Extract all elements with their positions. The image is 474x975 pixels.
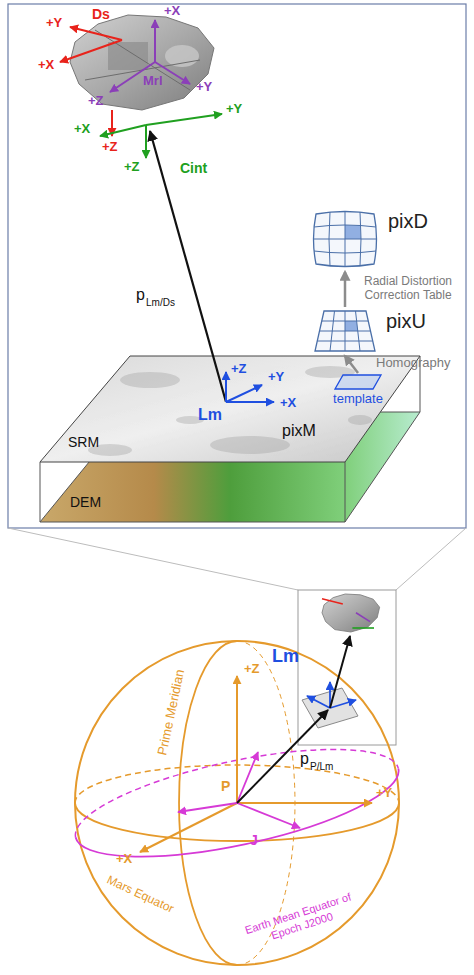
step-label: Homography	[376, 356, 450, 371]
process-arrow	[344, 272, 347, 307]
axis-label: +Y	[226, 102, 242, 117]
image-grid: pixD	[310, 208, 380, 270]
illustration-part	[108, 42, 148, 70]
step-label: Radial Distortion Correction Table	[356, 275, 460, 303]
grid-caption: template	[331, 392, 385, 406]
illustration-part	[356, 613, 370, 622]
illustration-part	[237, 803, 300, 828]
frame-label: Cint	[180, 160, 207, 176]
axis-label: +Y	[46, 16, 62, 31]
axis-label: +X	[116, 852, 132, 867]
illustration-part	[146, 114, 222, 125]
grid-caption: pixU	[386, 310, 426, 332]
illustration-part	[210, 436, 290, 454]
illustration-part	[145, 125, 147, 158]
illustration-part	[154, 20, 156, 62]
grid-outline	[334, 374, 382, 390]
layer-label: SRM	[68, 434, 99, 450]
lander	[70, 15, 214, 110]
vector-label: p	[136, 286, 145, 304]
vector-subscript: Lm/Ds	[146, 297, 175, 309]
illustration-part	[67, 728, 399, 838]
frame-axes	[60, 20, 274, 402]
illustration-part	[345, 462, 346, 522]
illustration-part	[396, 528, 466, 590]
axis-label: +Y	[376, 786, 392, 801]
illustration-part	[85, 30, 200, 90]
frame-label: J	[250, 832, 258, 848]
map-layers	[40, 356, 420, 522]
illustration-part	[237, 802, 372, 804]
illustration-part	[237, 710, 328, 803]
template-patch: template	[334, 374, 382, 390]
axis-label: +Z	[88, 94, 104, 109]
axis-label: +X	[164, 4, 180, 19]
illustration-part	[237, 752, 258, 803]
illustration-part	[100, 125, 146, 136]
illustration-part	[70, 15, 214, 110]
illustration-part	[322, 594, 380, 632]
frame-label: Mrl	[143, 74, 163, 89]
axis-label: +Y	[196, 80, 212, 95]
frame-label: Lm	[198, 406, 222, 424]
axis-label: +Z	[244, 662, 260, 677]
axis-label: +X	[38, 58, 54, 73]
illustration-part	[150, 131, 226, 402]
axis-label: +X	[280, 396, 296, 411]
frame-label: Lm	[272, 646, 299, 667]
illustration-part	[8, 528, 298, 590]
illustration-part	[226, 401, 274, 403]
illustration-part	[88, 366, 372, 456]
curve-label: Mars Equator	[104, 874, 175, 917]
illustration-part	[40, 356, 420, 462]
illustration-part	[60, 40, 122, 62]
vector-subscript: P/Lm	[310, 761, 333, 773]
illustration-part	[165, 45, 199, 67]
mars-sphere	[67, 594, 407, 965]
illustration-part	[322, 594, 380, 632]
illustration-part	[330, 636, 350, 708]
layer-label: pixM	[282, 422, 316, 440]
axis-label: +Z	[124, 160, 140, 175]
illustration-part	[140, 803, 237, 852]
illustration-part	[120, 372, 180, 388]
axis-label: +Y	[268, 370, 284, 385]
frame-label: P	[221, 778, 230, 794]
illustration-part	[225, 372, 227, 402]
grid-outline	[310, 208, 380, 270]
curve-label: Prime Meridian	[156, 668, 189, 757]
grid-caption: pixD	[388, 210, 428, 232]
illustration-part	[40, 462, 41, 522]
illustration-part	[75, 641, 399, 965]
illustration-part	[330, 700, 356, 708]
illustration-part	[322, 599, 343, 604]
axis-label: +Z	[231, 362, 247, 377]
illustration-part	[348, 415, 372, 425]
illustration-part	[236, 676, 238, 803]
illustration-part	[352, 627, 374, 629]
illustration-part	[298, 590, 396, 745]
process-arrow	[345, 356, 358, 373]
curve-label: Earth Mean Equator of Epoch J2000	[240, 890, 360, 951]
grid-outline	[312, 308, 378, 354]
vector-label: p	[300, 750, 309, 768]
illustration-part	[178, 803, 237, 812]
frame-label: Ds	[92, 6, 110, 22]
axis-label: +X	[74, 122, 90, 137]
illustration-part	[8, 4, 466, 528]
layer-label: DEM	[70, 494, 101, 510]
top-panel	[8, 4, 466, 528]
illustration-part	[76, 769, 408, 879]
illustration-part	[70, 27, 122, 40]
illustration-part	[75, 803, 399, 841]
illustration-part	[179, 641, 237, 965]
illustration-part	[307, 696, 330, 708]
image-grid: pixU	[312, 308, 378, 354]
illustration-part	[226, 385, 262, 402]
axis-label: +Z	[102, 140, 118, 155]
